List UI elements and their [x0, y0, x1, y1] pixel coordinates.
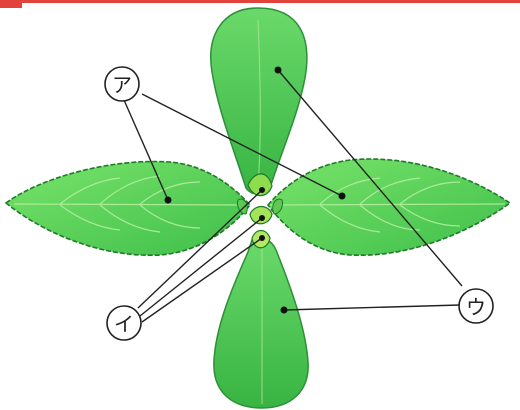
top-left-mark — [0, 0, 22, 8]
callout-a: ア — [105, 67, 139, 101]
callout-a-label: ア — [112, 73, 132, 97]
callout-u-label: ウ — [466, 295, 486, 319]
callout-u: ウ — [459, 289, 493, 323]
leader-u-to-bottom-cotyledon — [284, 305, 460, 310]
cotyledon-bottom — [214, 238, 308, 408]
callout-i-label: イ — [114, 312, 134, 336]
true-leaf-right — [268, 159, 510, 255]
top-edge-bar — [0, 0, 520, 3]
true-leaf-left — [6, 161, 250, 255]
callout-i: イ — [107, 306, 141, 340]
